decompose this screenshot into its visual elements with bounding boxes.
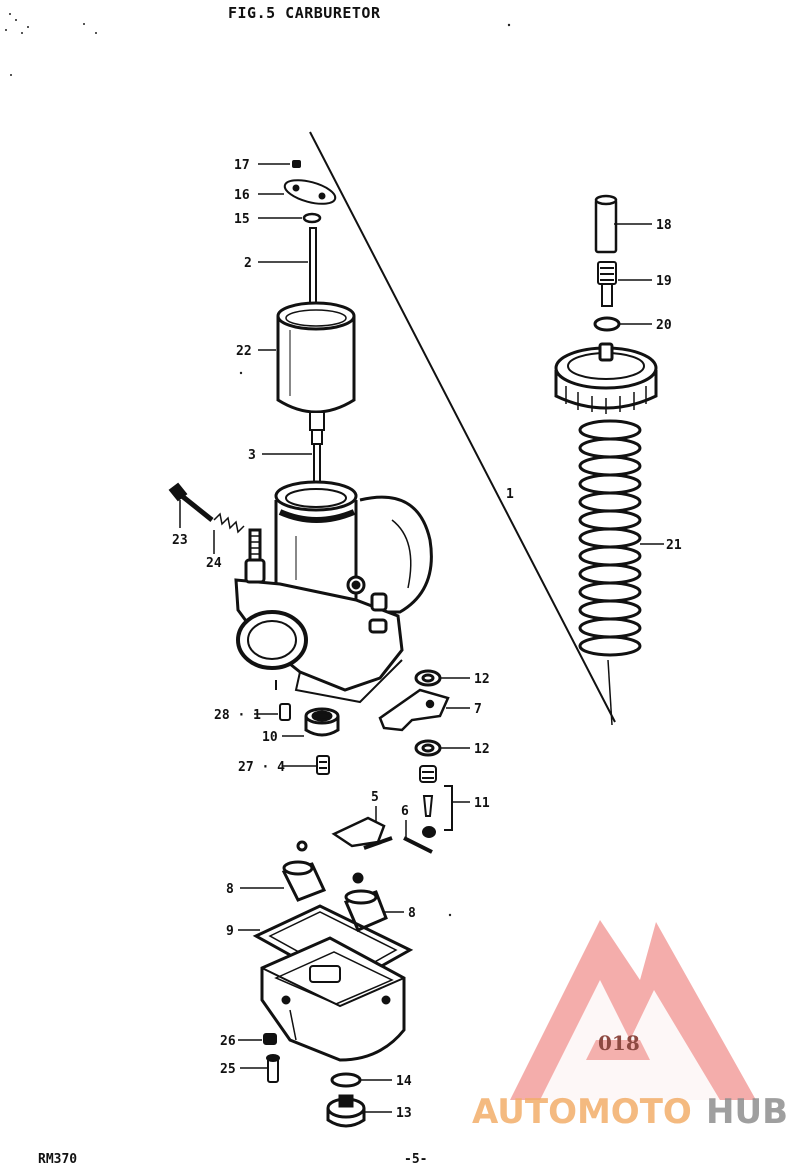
callout-22: 22 [236, 344, 252, 359]
callout-13: 13 [396, 1106, 412, 1121]
callout-19: 19 [656, 274, 672, 289]
callout-24: 24 [206, 556, 222, 571]
callout-23: 23 [172, 533, 188, 548]
part-24-spring [213, 512, 245, 534]
part-12-washer-lower [414, 739, 442, 757]
watermark-stamp-number: 018 [598, 1031, 640, 1055]
callout-12-lower: 12 [474, 742, 490, 757]
part-13-drain-plug [326, 1094, 366, 1128]
part-8-float-left [281, 860, 327, 902]
part-6-float-pin [403, 836, 433, 854]
callout-11: 11 [474, 796, 490, 811]
callout-21: 21 [666, 538, 682, 553]
model-code: RM370 [38, 1152, 78, 1167]
carburetor-body [234, 480, 433, 704]
callout-1: 1 [506, 487, 514, 502]
part-12-washer-upper [414, 669, 442, 687]
callout-2: 2 [244, 256, 252, 271]
callout-7: 7 [474, 702, 482, 717]
part-26-cap [263, 1033, 277, 1045]
page-number: -5- [404, 1152, 428, 1167]
part-8-float-right [296, 840, 388, 932]
callout-14: 14 [396, 1074, 412, 1089]
callout-15: 15 [234, 212, 250, 227]
watermark-brand-main: AUTOMOTO [472, 1092, 692, 1132]
callout-labels: 17 16 15 2 22 3 1 18 19 20 21 23 24 12 7… [172, 158, 682, 1121]
part-15-clip [302, 212, 322, 224]
top-cap [554, 342, 658, 414]
part-23-air-screw [168, 482, 214, 522]
part-19-adjuster [597, 261, 617, 307]
part-5-float-arm [331, 816, 393, 850]
part-20-nut [593, 316, 621, 332]
callout-6: 6 [401, 804, 409, 819]
part-27-4-main-jet [316, 755, 330, 775]
callout-9: 9 [226, 924, 234, 939]
watermark-brand-suffix: HUB [706, 1092, 788, 1132]
callout-18: 18 [656, 218, 672, 233]
callout-17: 17 [234, 158, 250, 173]
callout-5: 5 [371, 790, 379, 805]
float-bowl [260, 936, 406, 1062]
callout-27-4: 27 · 4 [238, 760, 285, 775]
callout-12-upper: 12 [474, 672, 490, 687]
part-14-o-ring [330, 1072, 362, 1088]
callout-25: 25 [220, 1062, 236, 1077]
part-17-screw [292, 160, 301, 168]
part-7-bracket [378, 688, 450, 732]
automotohub-watermark: 018 AUTOMOTO HUB [472, 920, 788, 1132]
part-28-1-jet [279, 703, 291, 721]
figure-title: FIG.5 CARBURETOR [228, 4, 381, 22]
part-10-holder [304, 707, 340, 737]
part-21-spring [578, 419, 642, 657]
part-3-throttle-stop [309, 411, 325, 493]
callout-26: 26 [220, 1034, 236, 1049]
callout-8-right: 8 [408, 906, 416, 921]
part-18-cap-rod [594, 194, 618, 254]
part-22-throttle-valve [276, 301, 356, 414]
scan-specks [5, 13, 511, 917]
part-11-valve-assembly [419, 765, 453, 838]
callout-10: 10 [262, 730, 278, 745]
leader-part-1 [309, 131, 616, 726]
callout-28-1: 28 · 1 [214, 708, 261, 723]
part-16-cap-plate [283, 179, 337, 205]
part-25-screw [266, 1054, 280, 1083]
leader-lines [179, 163, 664, 1113]
callout-20: 20 [656, 318, 672, 333]
callout-8-left: 8 [226, 882, 234, 897]
callout-3: 3 [248, 448, 256, 463]
callout-16: 16 [234, 188, 250, 203]
